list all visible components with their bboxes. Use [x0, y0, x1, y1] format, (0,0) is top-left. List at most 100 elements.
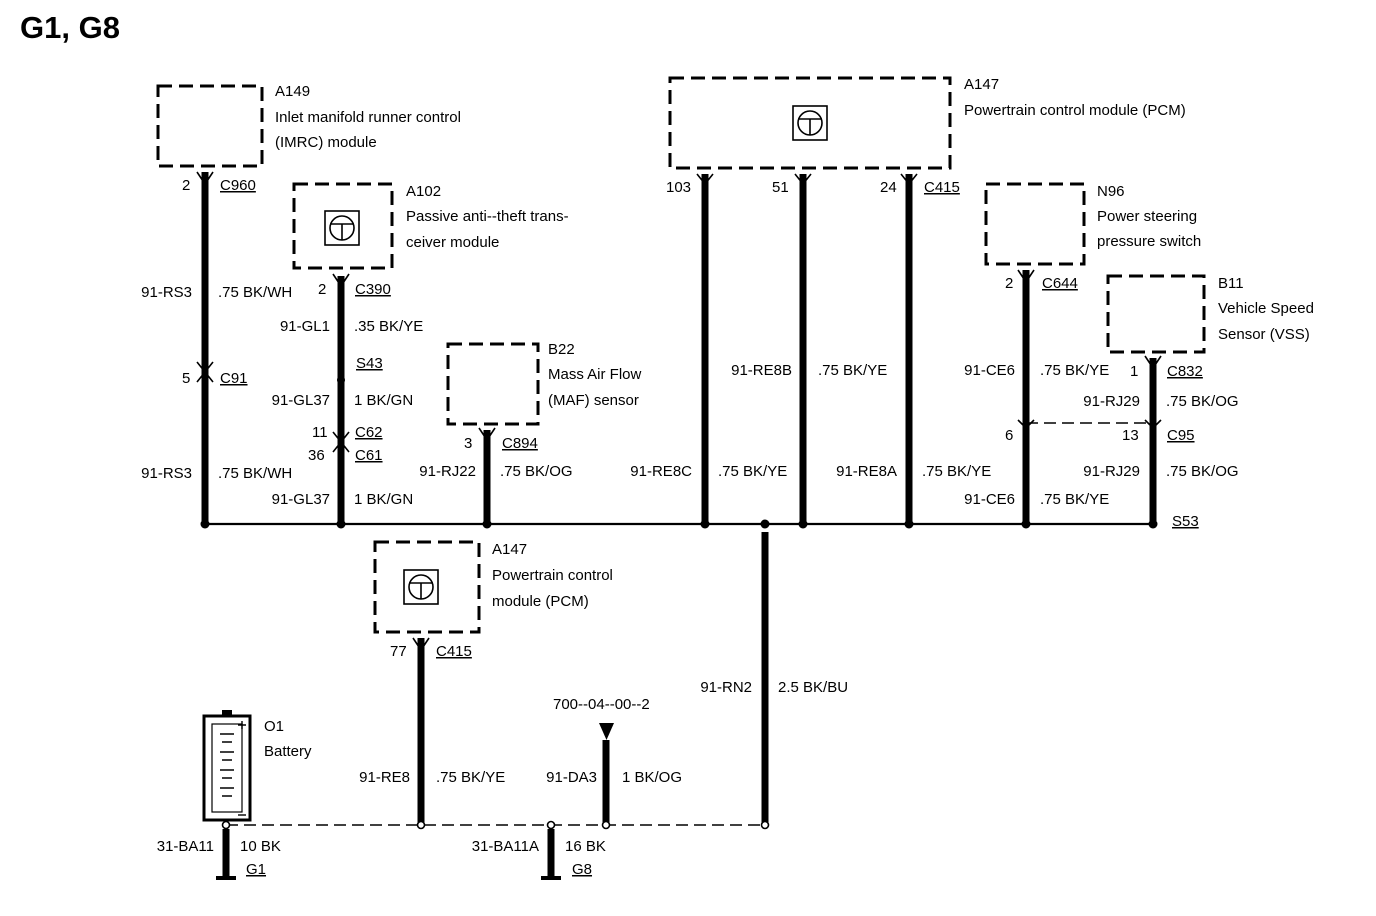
- b11-vss-box: [1106, 274, 1206, 354]
- connector-c415-top: C415: [924, 179, 960, 196]
- pin-c644: 2: [1005, 275, 1013, 292]
- connector-c91: C91: [220, 370, 248, 387]
- a102-name-line1: Passive anti--theft trans-: [406, 208, 569, 225]
- b11-name-line1: Vehicle Speed: [1218, 300, 1314, 317]
- n96-pressure-switch-box: [984, 182, 1086, 266]
- wire-re8c-circuit: 91-RE8C: [630, 463, 692, 480]
- a147-top-id: A147: [964, 76, 999, 93]
- n96-name-line2: pressure switch: [1097, 233, 1201, 250]
- pin-arrow-c644: [1017, 269, 1035, 284]
- pin-51: 51: [772, 179, 789, 196]
- connector-c390: C390: [355, 281, 391, 298]
- wire-rn2-circuit: 91-RN2: [700, 679, 752, 696]
- a147-mid-id: A147: [492, 541, 527, 558]
- wire-ce6-top-circuit: 91-CE6: [964, 362, 1015, 379]
- pin-arrow-103: [696, 173, 714, 186]
- s53-node-rj22: [482, 519, 492, 529]
- splice-s53: S53: [1172, 513, 1199, 530]
- ground-g1: G1: [246, 861, 266, 878]
- a102-id: A102: [406, 183, 441, 200]
- ground-node-da3: [601, 820, 611, 830]
- a147-mid-name-line1: Powertrain control: [492, 567, 613, 584]
- s53-node-re8a: [904, 519, 914, 529]
- ground-node-re8: [416, 820, 426, 830]
- b22-name-line1: Mass Air Flow: [548, 366, 642, 383]
- s53-node-gl37: [336, 519, 346, 529]
- pin-6: 6: [1005, 427, 1013, 444]
- pin-arrow-c832: [1144, 355, 1162, 370]
- s53-node-rn2: [760, 519, 770, 529]
- wire-rj29-bot-spec: .75 BK/OG: [1166, 463, 1239, 480]
- pin-arrow-c61: [332, 440, 350, 453]
- o1-battery-symbol: [202, 710, 252, 822]
- a102-steering-wheel-icon: [324, 210, 360, 246]
- reference-arrow-icon: [599, 723, 614, 740]
- a147-top-steering-wheel-icon: [792, 105, 828, 141]
- pin-103: 103: [666, 179, 691, 196]
- pin-arrow-c960: [196, 171, 214, 186]
- s53-node-rs3: [200, 519, 210, 529]
- n96-name-line1: Power steering: [1097, 208, 1197, 225]
- a149-name-line1: Inlet manifold runner control: [275, 109, 461, 126]
- s53-node-re8b: [798, 519, 808, 529]
- wire-rn2-spec: 2.5 BK/BU: [778, 679, 848, 696]
- a102-pats-module-box: [292, 182, 394, 270]
- wire-gl1-spec: .35 BK/YE: [354, 318, 423, 335]
- a147-mid-steering-wheel-icon: [403, 569, 439, 605]
- ground-node-battery: [221, 820, 231, 830]
- s53-node-ce6: [1021, 519, 1031, 529]
- wire-rj22-circuit: 91-RJ22: [419, 463, 476, 480]
- wire-re8a-spec: .75 BK/YE: [922, 463, 991, 480]
- wire-rj22-spec: .75 BK/OG: [500, 463, 573, 480]
- pin-c832: 1: [1130, 363, 1138, 380]
- connector-c61: C61: [355, 447, 383, 464]
- a149-id: A149: [275, 83, 310, 100]
- connector-c415-mid: C415: [436, 643, 472, 660]
- pin-arrow-c894: [478, 427, 496, 442]
- wire-gl37-bot-circuit: 91-GL37: [272, 491, 330, 508]
- pin-c894: 3: [464, 435, 472, 452]
- pin-13: 13: [1122, 427, 1139, 444]
- b11-name-line2: Sensor (VSS): [1218, 326, 1310, 343]
- wire-rj29-top-circuit: 91-RJ29: [1083, 393, 1140, 410]
- a149-imrc-module-box: [156, 84, 264, 168]
- ground-node-rn2: [760, 820, 770, 830]
- ground-g8: G8: [572, 861, 592, 878]
- pin-c61: 36: [308, 447, 325, 464]
- diagram-title: G1, G8: [20, 10, 120, 45]
- b22-name-line2: (MAF) sensor: [548, 392, 639, 409]
- wire-re8b-spec: .75 BK/YE: [818, 362, 887, 379]
- connector-c960: C960: [220, 177, 256, 194]
- wire-re8c-spec: .75 BK/YE: [718, 463, 787, 480]
- o1-name: Battery: [264, 743, 312, 760]
- wire-ce6-bot-circuit: 91-CE6: [964, 491, 1015, 508]
- wire-re8a-circuit: 91-RE8A: [836, 463, 897, 480]
- pin-c62: 11: [312, 424, 328, 441]
- wire-ba11a-circuit: 31-BA11A: [472, 838, 539, 855]
- pin-arrow-c415-mid: [412, 637, 430, 652]
- pin-arrow-c91-b: [196, 370, 214, 383]
- wire-re8-spec: .75 BK/YE: [436, 769, 505, 786]
- n96-id: N96: [1097, 183, 1125, 200]
- o1-id: O1: [264, 718, 284, 735]
- wire-da3-spec: 1 BK/OG: [622, 769, 682, 786]
- wire-gl1-circuit: 91-GL1: [280, 318, 330, 335]
- wire-ce6-bot-spec: .75 BK/YE: [1040, 491, 1109, 508]
- pin-arrow-24: [900, 173, 918, 186]
- wire-ce6-top-spec: .75 BK/YE: [1040, 362, 1109, 379]
- wire-ba11-circuit: 31-BA11: [157, 838, 214, 855]
- a147-pcm-box-mid: [373, 540, 481, 634]
- wire-rj29-bot-circuit: 91-RJ29: [1083, 463, 1140, 480]
- connector-c95: C95: [1167, 427, 1195, 444]
- pin-arrow-51: [794, 173, 812, 186]
- a147-mid-name-line2: module (PCM): [492, 593, 589, 610]
- a147-top-name: Powertrain control module (PCM): [964, 102, 1186, 119]
- s53-node-re8c: [700, 519, 710, 529]
- a147-pcm-box-top: [668, 76, 952, 170]
- splice-s43: S43: [356, 355, 383, 372]
- pin-c91: 5: [182, 370, 190, 387]
- connector-c644: C644: [1042, 275, 1078, 292]
- wire-rj29-top-spec: .75 BK/OG: [1166, 393, 1239, 410]
- wire-rs3-top-spec: .75 BK/WH: [218, 284, 292, 301]
- wire-gl37-top-spec: 1 BK/GN: [354, 392, 413, 409]
